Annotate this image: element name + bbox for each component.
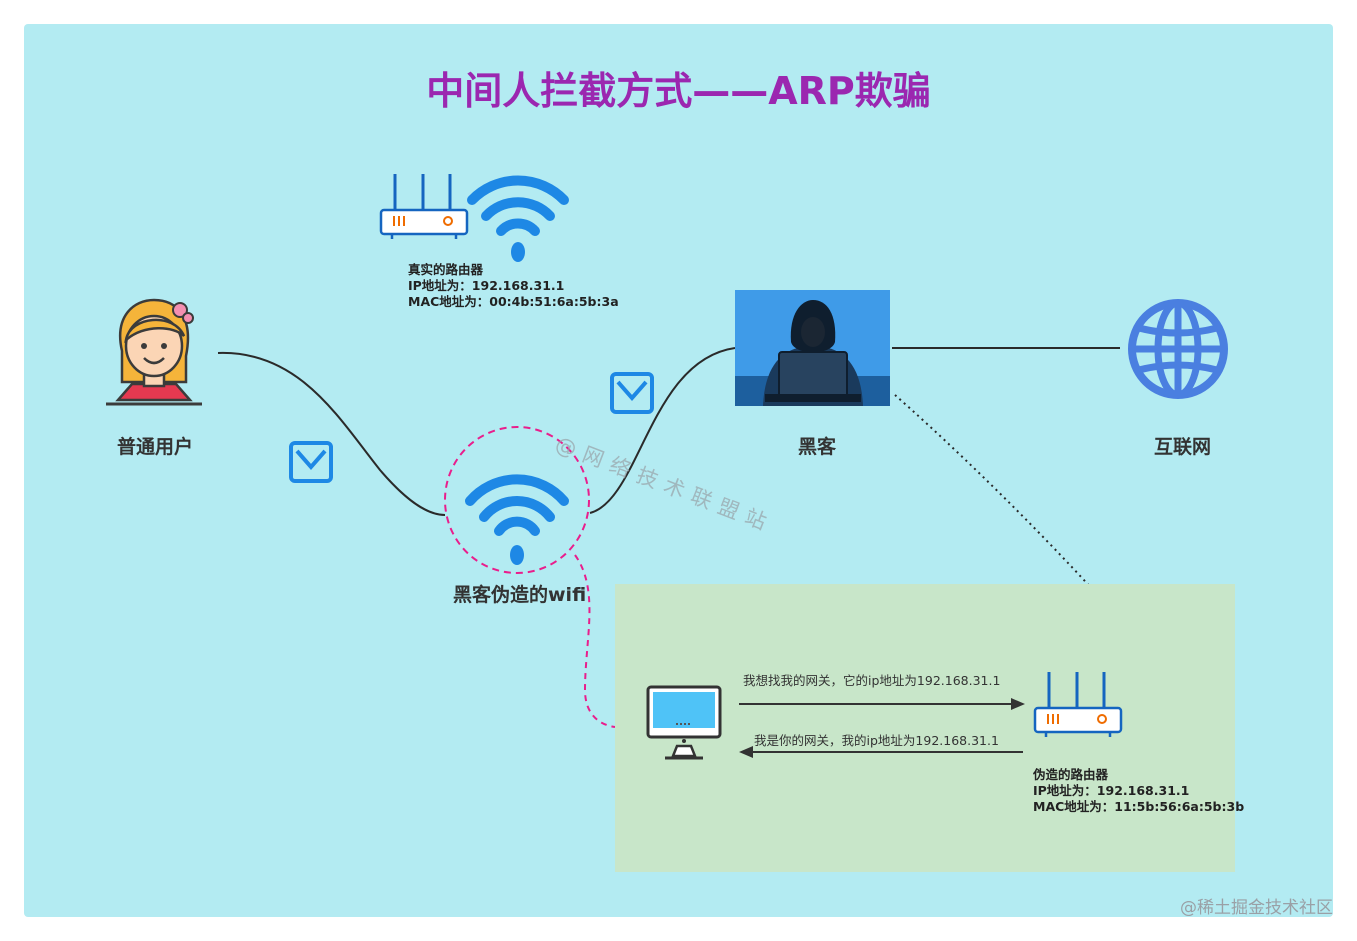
diagram-title: 中间人拦截方式——ARP欺骗 [426,69,931,113]
fake-router-mac: MAC地址为：11:5b:56:6a:5b:3b [1033,799,1245,814]
hacker-label: 黑客 [798,436,837,458]
fake-wifi-label: 黑客伪造的wifi [453,584,587,606]
envelope-icon [610,372,654,414]
real-router-info: 真实的路由器 IP地址为：192.168.31.1 MAC地址为：00:4b:5… [408,262,619,310]
fake-wifi-icon [444,426,590,574]
fake-router-name: 伪造的路由器 [1033,767,1109,782]
arp-reply-message: 我是你的网关，我的ip地址为192.168.31.1 [754,733,999,748]
computer-icon [646,685,722,760]
arp-arrows [739,698,1025,758]
fake-router-ip: IP地址为：192.168.31.1 [1033,783,1190,798]
user-to-fake-wifi-link [217,351,446,516]
arp-request-message: 我想找我的网关，它的ip地址为192.168.31.1 [743,673,1001,688]
hacker-image [735,290,890,406]
wifi-signal-icon [467,175,569,262]
internet-label: 互联网 [1154,436,1212,458]
fake-router-info: 伪造的路由器 IP地址为：192.168.31.1 MAC地址为：11:5b:5… [1033,767,1244,815]
user-label: 普通用户 [117,436,194,458]
real-router-mac: MAC地址为：00:4b:51:6a:5b:3a [408,294,619,309]
source-credit: @稀土掘金技术社区 [1180,898,1333,918]
real-router-ip: IP地址为：192.168.31.1 [408,278,565,293]
envelope-icon [289,441,333,483]
user-avatar-icon [106,298,202,406]
real-router-name: 真实的路由器 [408,262,484,277]
globe-icon [1128,299,1228,399]
fake-router-icon [1033,672,1123,737]
fake-wifi-to-hacker-link [589,347,736,514]
real-router-icon [379,174,469,239]
